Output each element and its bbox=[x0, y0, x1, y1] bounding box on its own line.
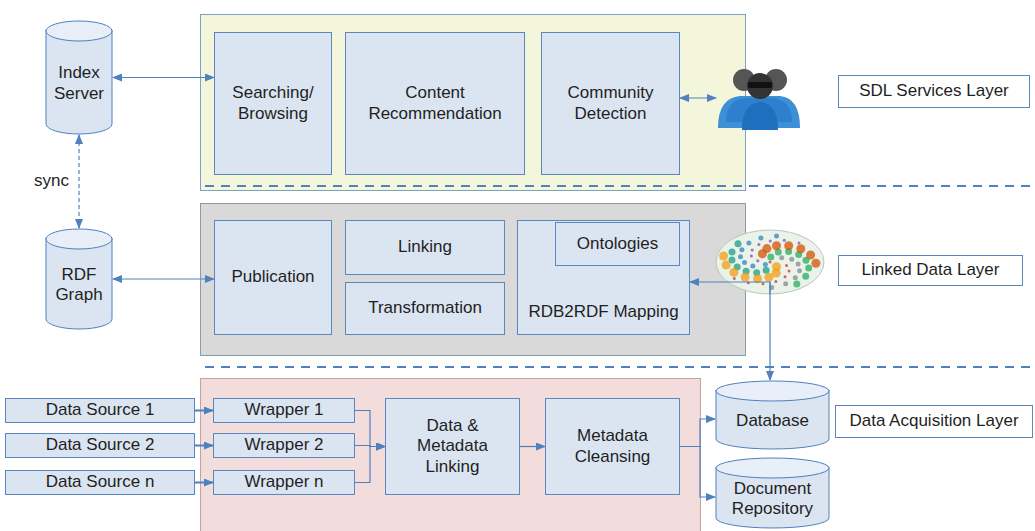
mapping-box: RDB2RDF Mapping Ontologies bbox=[517, 220, 690, 335]
layer-label: Data Acquisition Layer bbox=[835, 405, 1033, 438]
edge-label: sync bbox=[32, 172, 71, 191]
layer-label: SDL Services Layer bbox=[838, 75, 1030, 108]
process-box: Publication bbox=[214, 220, 332, 335]
connector bbox=[195, 482, 213, 484]
service-box: Content Recommendation bbox=[345, 32, 525, 175]
connector bbox=[680, 447, 715, 498]
acquisition-band bbox=[201, 379, 701, 531]
node-text: Data & Metadata Linking bbox=[391, 416, 514, 477]
service-box: Searching/ Browsing bbox=[214, 32, 332, 175]
user-link bbox=[680, 97, 716, 98]
services-band bbox=[201, 15, 746, 191]
connector bbox=[78, 135, 79, 228]
connector bbox=[195, 445, 213, 447]
node-text: Searching/ Browsing bbox=[220, 83, 326, 124]
node-text: RDB2RDF Mapping bbox=[528, 302, 678, 322]
node-text: Publication bbox=[231, 267, 314, 287]
data-source-box: Data Source 1 bbox=[5, 398, 195, 423]
node-text: Content Recommendation bbox=[351, 83, 519, 124]
process-box: Transformation bbox=[345, 282, 505, 335]
index-server: Index Server bbox=[45, 20, 113, 135]
node-text: Data Source 1 bbox=[46, 400, 155, 420]
node-text: Wrapper 2 bbox=[244, 435, 323, 455]
node-text: Document Repository bbox=[719, 479, 826, 520]
node-text: Data Source n bbox=[46, 472, 155, 492]
connector bbox=[355, 447, 385, 483]
connector bbox=[113, 278, 214, 279]
data-source-box: Data Source 2 bbox=[5, 433, 195, 458]
data-source-box: Data Source n bbox=[5, 470, 195, 495]
node-text: Ontologies bbox=[577, 234, 658, 254]
node-text: RDF Graph bbox=[49, 265, 109, 306]
service-box: Community Detection bbox=[541, 32, 680, 175]
connector bbox=[680, 419, 715, 447]
connector bbox=[355, 411, 385, 447]
node-text: Linked Data Layer bbox=[862, 260, 1000, 280]
database: Database bbox=[715, 380, 830, 450]
node-text: Metadata Cleansing bbox=[551, 426, 674, 467]
layer-separator bbox=[205, 366, 1035, 368]
document-repository: Document Repository bbox=[715, 457, 830, 529]
rdf-graph: RDF Graph bbox=[45, 228, 113, 330]
layer-separator bbox=[205, 185, 1035, 187]
linked-data-band bbox=[201, 204, 746, 356]
node-text: Wrapper 1 bbox=[244, 400, 323, 420]
wrapper-box: Wrapper n bbox=[213, 470, 355, 495]
process-box: Linking bbox=[345, 220, 505, 275]
wrapper-box: Wrapper 2 bbox=[213, 433, 355, 458]
connector bbox=[690, 282, 770, 380]
ontology-box: Ontologies bbox=[555, 222, 680, 266]
process-box: Metadata Cleansing bbox=[545, 398, 680, 495]
node-text: Linking bbox=[398, 237, 452, 257]
node-text: Database bbox=[736, 411, 809, 431]
node-text: Wrapper n bbox=[244, 472, 323, 492]
connector bbox=[113, 77, 214, 78]
layer-label: Linked Data Layer bbox=[838, 255, 1023, 286]
connector bbox=[520, 446, 545, 447]
node-text: Data Source 2 bbox=[46, 435, 155, 455]
users-icon bbox=[718, 69, 800, 130]
node-text: SDL Services Layer bbox=[859, 81, 1009, 101]
node-text: Data Acquisition Layer bbox=[849, 411, 1018, 431]
wrapper-box: Wrapper 1 bbox=[213, 398, 355, 423]
process-box: Data & Metadata Linking bbox=[385, 398, 520, 495]
node-text: Index Server bbox=[49, 63, 109, 104]
connector bbox=[195, 410, 213, 412]
node-text: Transformation bbox=[368, 298, 482, 318]
node-text: Community Detection bbox=[547, 83, 674, 124]
